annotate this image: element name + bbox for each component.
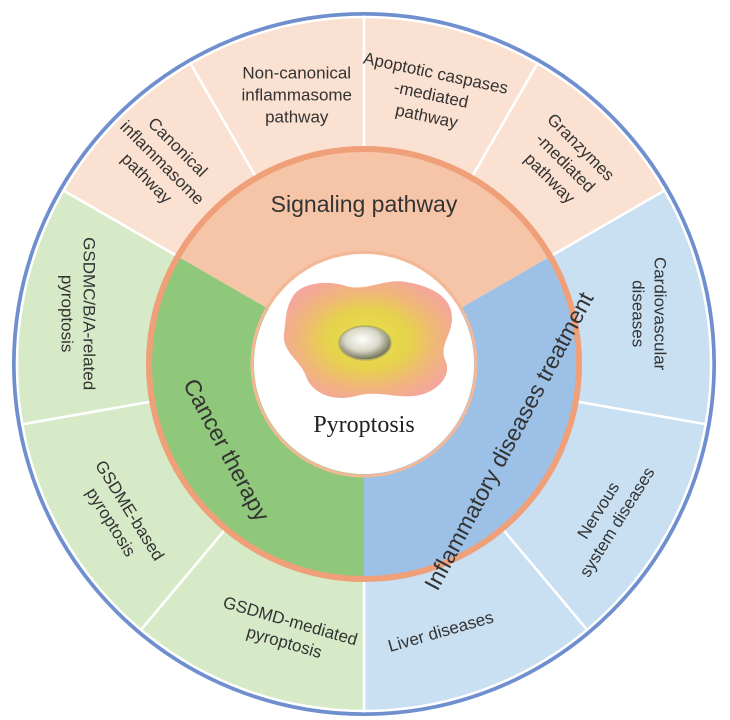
outer-label-line: diseases [629, 280, 648, 347]
middle-segment-signaling [177, 149, 551, 309]
outer-label-line: inflammasome [241, 85, 352, 104]
outer-label-line: GSDMC/B/A-related [79, 237, 98, 390]
middle-ring-border [146, 146, 582, 582]
middle-segment-inflammatory [364, 256, 579, 579]
middle-label-signaling: Signaling pathway [271, 191, 458, 217]
watermark: 知乎 @祎螺 [622, 687, 712, 707]
outer-label-line: Cardiovascular [651, 257, 670, 371]
outer-label-cancer-3: GSDMC/B/A-relatedpyroptosis [57, 237, 98, 390]
outer-label-signaling-2: Non-canonical inflammasome pathway [241, 63, 352, 126]
outer-label-line: pathway [265, 107, 329, 126]
outer-label-inflammatory-1: Cardiovasculardiseases [629, 257, 670, 371]
outer-label-line: pyroptosis [57, 275, 76, 352]
inner-ring-border [250, 250, 478, 478]
center-label: Pyroptosis [313, 412, 414, 438]
core: Pyroptosis [254, 254, 474, 474]
nucleus [338, 325, 392, 361]
outer-label-signaling-1: Canonicalinflammasomepathway [101, 101, 224, 224]
outer-label-line: Non-canonical [242, 63, 351, 82]
middle-segment-cancer [148, 256, 364, 579]
